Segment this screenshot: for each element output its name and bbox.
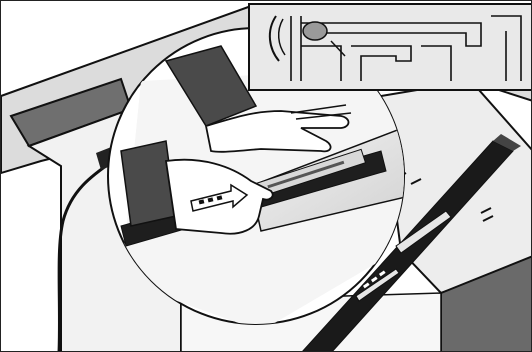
- detail-inset: [249, 4, 532, 90]
- sleeve-lower: [121, 141, 176, 226]
